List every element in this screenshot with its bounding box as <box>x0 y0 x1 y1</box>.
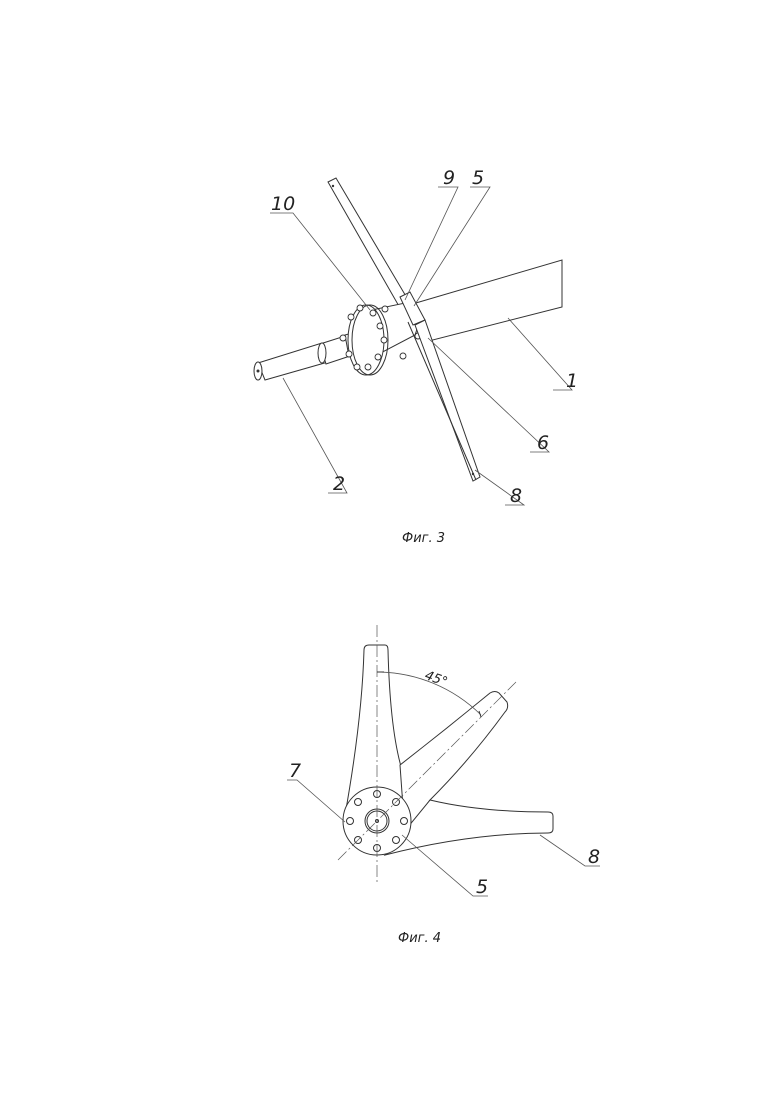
label-5-fig4: 5 <box>476 876 488 898</box>
label-2: 2 <box>333 473 345 495</box>
label-8: 8 <box>510 485 522 507</box>
figure-4: 45° 7 5 8 Фиг. 4 <box>287 625 600 946</box>
shaft-2 <box>258 343 328 380</box>
angle-label: 45° <box>423 668 450 690</box>
label-10: 10 <box>271 193 295 215</box>
figure-3: 10 9 5 1 6 2 8 Фиг. 3 <box>254 167 578 546</box>
label-5: 5 <box>472 167 484 189</box>
label-6: 6 <box>537 432 549 454</box>
label-9: 9 <box>443 167 455 189</box>
label-1: 1 <box>566 370 578 392</box>
figure-4-caption: Фиг. 4 <box>398 931 441 946</box>
label-8-fig4: 8 <box>588 846 600 868</box>
blade-8 <box>415 320 480 481</box>
figure-3-caption: Фиг. 3 <box>402 531 445 546</box>
label-7: 7 <box>289 760 301 782</box>
